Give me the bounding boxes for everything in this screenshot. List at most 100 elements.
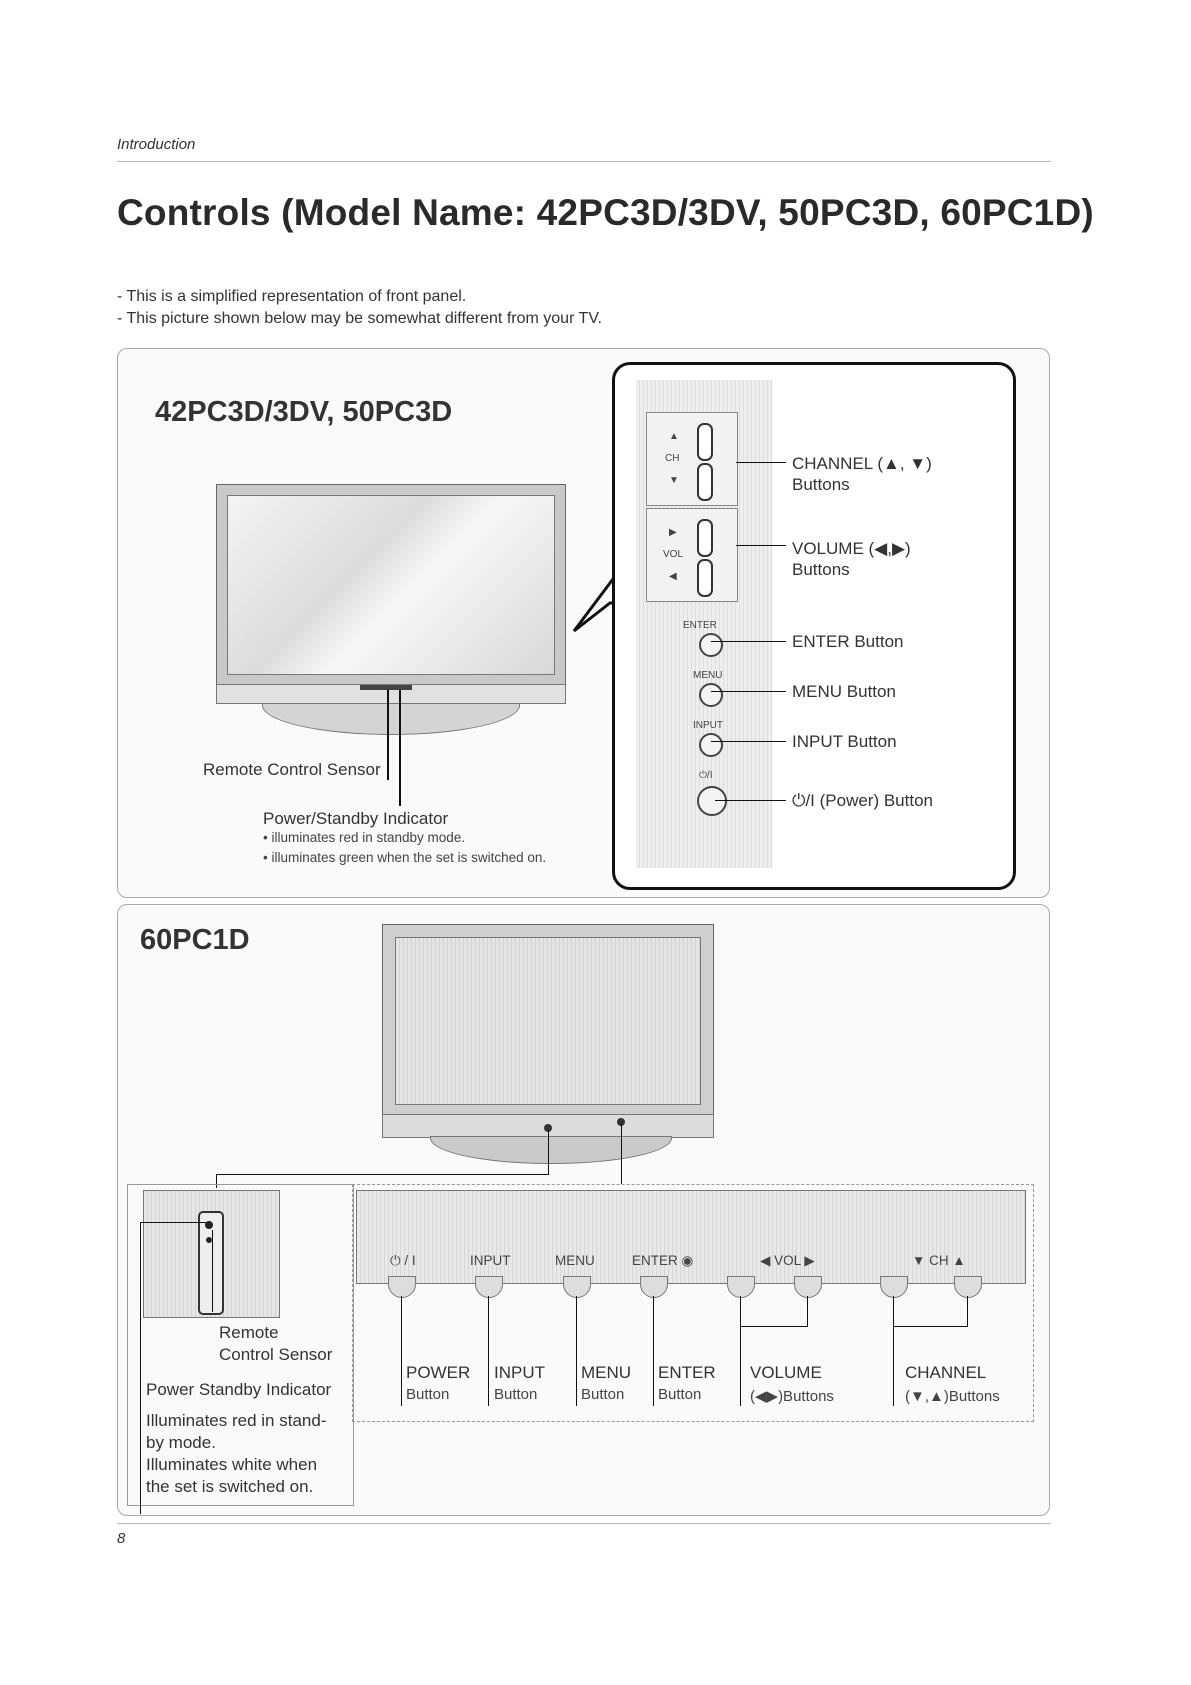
strip-ch-label: ▼ CH ▲ — [912, 1253, 966, 1268]
note-simplified: - This is a simplified representation of… — [117, 288, 467, 305]
inset-sensor-label-1: Remote — [219, 1323, 279, 1342]
volume-callout-sub: Buttons — [792, 560, 850, 579]
volume-callout-label: VOLUME (◀,▶) — [792, 539, 911, 558]
input-side-button[interactable] — [699, 733, 723, 757]
sensor-connector-h — [216, 1174, 549, 1175]
power-strip-leader — [401, 1296, 402, 1406]
strip-power-label: ⏻ / I — [390, 1253, 416, 1268]
channel-leader — [736, 462, 786, 463]
vol-down-button[interactable] — [697, 559, 713, 597]
front-enter-button[interactable] — [640, 1276, 668, 1298]
page-number: 8 — [117, 1530, 126, 1547]
sensor-connector-drop — [216, 1174, 217, 1188]
menu-side-button[interactable] — [699, 683, 723, 707]
model-heading-42-50: 42PC3D/3DV, 50PC3D — [155, 396, 453, 428]
power-indicator-label: Power/Standby Indicator — [263, 809, 449, 828]
inset-indicator-leader-h — [140, 1222, 206, 1223]
vol-strip-join — [740, 1326, 808, 1327]
button-strip — [356, 1190, 1026, 1284]
inset-note-4: the set is switched on. — [146, 1477, 314, 1496]
inset-sensor-leader — [212, 1230, 213, 1312]
input-button-sub: Button — [494, 1386, 538, 1403]
front-ch-up-button[interactable] — [954, 1276, 982, 1298]
tv60-sensor-dot — [544, 1124, 552, 1132]
tv60-button-dot — [617, 1118, 625, 1126]
power-button-label: POWER — [406, 1363, 471, 1382]
input-callout-label: INPUT Button — [792, 732, 897, 751]
front-input-button[interactable] — [475, 1276, 503, 1298]
menu-button-sub: Button — [581, 1386, 625, 1403]
front-power-button[interactable] — [388, 1276, 416, 1298]
menu-strip-leader — [576, 1296, 577, 1406]
remote-sensor-label: Remote Control Sensor — [203, 760, 381, 779]
vol-strip-leader-b — [807, 1296, 808, 1326]
inset-power-indicator-label: Power Standby Indicator — [146, 1380, 332, 1399]
ch-strip-join — [893, 1326, 968, 1327]
strip-enter-label: ENTER ◉ — [632, 1253, 694, 1268]
enter-side-button[interactable] — [699, 633, 723, 657]
ch-label: CH — [665, 453, 680, 464]
input-button-label: INPUT — [494, 1363, 545, 1382]
ch-up-button[interactable] — [697, 423, 713, 461]
volume-leader — [736, 545, 786, 546]
channel-callout-label: CHANNEL (▲, ▼) — [792, 454, 932, 473]
enter-strip-leader — [653, 1296, 654, 1406]
input-strip-leader — [488, 1296, 489, 1406]
vol-label: VOL — [663, 549, 684, 560]
power-side-label: ⏻/I — [699, 770, 713, 781]
enter-side-label: ENTER — [683, 620, 717, 631]
channel-callout-sub: Buttons — [792, 475, 850, 494]
front-vol-up-button[interactable] — [794, 1276, 822, 1298]
inset-note-1: Illuminates red in stand- — [146, 1411, 327, 1430]
input-leader — [711, 741, 786, 742]
menu-side-label: MENU — [693, 670, 723, 681]
front-vol-down-button[interactable] — [727, 1276, 755, 1298]
channel-button-sub: (▼,▲)Buttons — [905, 1388, 1000, 1405]
volume-button-sub: (◀▶)Buttons — [750, 1388, 834, 1405]
channel-button-label: CHANNEL — [905, 1363, 987, 1382]
volume-button-group: ▶ VOL ◀ — [646, 508, 738, 602]
enter-callout-label: ENTER Button — [792, 632, 904, 651]
sensor-inset-closeup — [143, 1190, 280, 1318]
ch-down-arrow-icon: ▼ — [669, 475, 679, 486]
model-heading-60: 60PC1D — [140, 924, 250, 956]
page-title: Controls (Model Name: 42PC3D/3DV, 50PC3D… — [117, 192, 1094, 233]
inset-sensor-label-2: Control Sensor — [219, 1345, 333, 1364]
menu-button-label: MENU — [581, 1363, 632, 1382]
vol-right-arrow-icon: ▶ — [669, 527, 677, 538]
vol-strip-leader-a — [740, 1296, 741, 1406]
indicator-note-red: • illuminates red in standby mode. — [263, 830, 466, 845]
button-strip-frame — [352, 1184, 1034, 1422]
volume-button-label: VOLUME — [750, 1363, 822, 1382]
bottom-divider — [117, 1523, 1051, 1524]
input-side-label: INPUT — [693, 720, 723, 731]
top-divider — [117, 161, 1051, 162]
inset-indicator-leader-v — [140, 1222, 141, 1514]
ch-strip-leader-a — [893, 1296, 894, 1406]
menu-callout-label: MENU Button — [792, 682, 896, 701]
tv60-bezel — [382, 924, 714, 1116]
front-menu-button[interactable] — [563, 1276, 591, 1298]
tv-screen — [227, 495, 555, 675]
power-side-button[interactable] — [697, 786, 727, 816]
section-label: Introduction — [117, 136, 196, 153]
vol-up-button[interactable] — [697, 519, 713, 557]
tv60-screen — [395, 937, 701, 1105]
front-ch-down-button[interactable] — [880, 1276, 908, 1298]
enter-button-label: ENTER — [658, 1363, 716, 1382]
sensor-leader — [387, 690, 389, 780]
strip-input-label: INPUT — [470, 1253, 511, 1268]
strip-vol-label: ◀ VOL ▶ — [760, 1253, 815, 1268]
menu-leader — [711, 691, 786, 692]
ch-down-button[interactable] — [697, 463, 713, 501]
power-callout-label: ⏻/I (Power) Button — [792, 791, 933, 810]
ch-strip-leader-b — [967, 1296, 968, 1326]
power-leader — [715, 800, 786, 801]
sensor-connector — [548, 1130, 549, 1175]
channel-button-group: ▲ CH ▼ — [646, 412, 738, 506]
note-different: - This picture shown below may be somewh… — [117, 310, 602, 327]
sensor-window — [360, 685, 412, 690]
vol-left-arrow-icon: ◀ — [669, 571, 677, 582]
buttons-connector — [621, 1124, 622, 1184]
ch-up-arrow-icon: ▲ — [669, 431, 679, 442]
